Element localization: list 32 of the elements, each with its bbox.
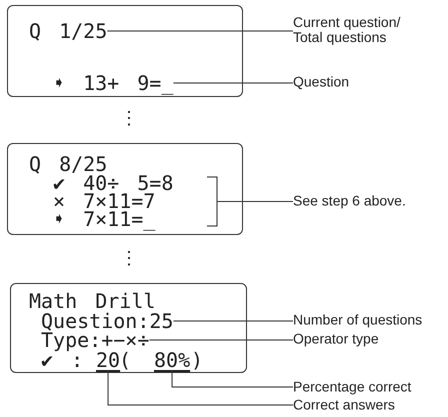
screen-text: ): [191, 350, 204, 370]
leader-line: [106, 30, 294, 32]
screen-text: 80%: [154, 350, 190, 370]
screen-text: Type:+−×÷: [41, 330, 150, 350]
screen-text: ➧ 7×11=_: [53, 209, 156, 229]
screen-text: Q 1/25: [29, 21, 108, 41]
screen-text: × 7×11=7: [53, 191, 156, 211]
callout-label: See step 6 above.: [293, 194, 406, 208]
leader-line: [216, 201, 294, 202]
leader-line: [172, 370, 294, 388]
callout-label: Question: [293, 74, 350, 90]
lcd-screen: [10, 283, 247, 373]
lcd-screen: [7, 143, 243, 235]
leader-line: [108, 370, 294, 406]
vertical-ellipsis: ⋮: [120, 249, 138, 267]
leader-line: [172, 82, 294, 84]
callout-label: Percentage correct: [293, 380, 412, 394]
callout-label: Number of questions: [293, 312, 422, 328]
screen-text: ➧ 13+ 9=_: [53, 73, 174, 93]
screen-text: ✔ 40÷ 5=8: [53, 173, 174, 193]
screen-text: Q 8/25: [29, 154, 108, 174]
screen-text: Math Drill: [29, 291, 156, 311]
callout-label: Current question/ Total questions: [293, 15, 413, 45]
screen-text: ✔ :: [41, 350, 84, 370]
callout-label: Operator type: [293, 332, 379, 346]
callout-label: Correct answers: [293, 398, 395, 412]
leader-line: [172, 320, 294, 322]
screen-text: Question:25: [41, 311, 174, 331]
screen-text: (: [119, 350, 132, 370]
lcd-screen: [7, 5, 243, 97]
vertical-ellipsis: ⋮: [120, 109, 138, 127]
screen-text: 20: [96, 350, 120, 370]
